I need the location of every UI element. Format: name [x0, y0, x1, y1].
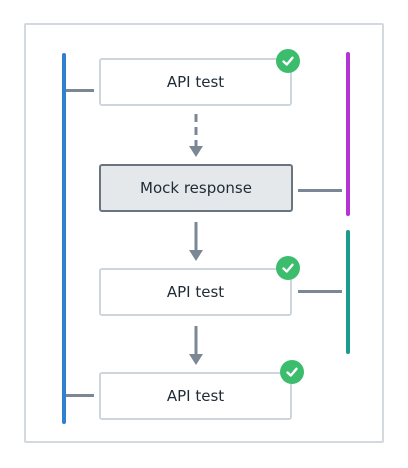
step-label: API test: [166, 387, 225, 405]
arrow-step2-to-step3: [189, 222, 203, 261]
arrow-dashed-step1-to-step2: [189, 114, 203, 157]
arrow-step3-to-step4: [189, 326, 203, 365]
check-circle-icon: [276, 49, 300, 73]
group-bar-blue: [62, 53, 66, 424]
check-circle-icon: [280, 360, 304, 384]
step-label: API test: [166, 73, 225, 91]
connector-teal-step3: [298, 290, 342, 293]
connector-blue-step4: [66, 394, 94, 397]
connector-purple-step2: [298, 189, 342, 192]
step-label: API test: [166, 283, 225, 301]
step-label: Mock response: [140, 179, 252, 197]
group-bar-teal: [346, 230, 350, 354]
step-api-test-3: API test: [99, 372, 292, 420]
step-api-test-1: API test: [99, 58, 292, 106]
connector-blue-step1: [66, 89, 94, 92]
group-bar-purple: [346, 52, 350, 216]
step-api-test-2: API test: [99, 268, 292, 316]
step-mock-response: Mock response: [99, 164, 293, 212]
check-circle-icon: [276, 256, 300, 280]
